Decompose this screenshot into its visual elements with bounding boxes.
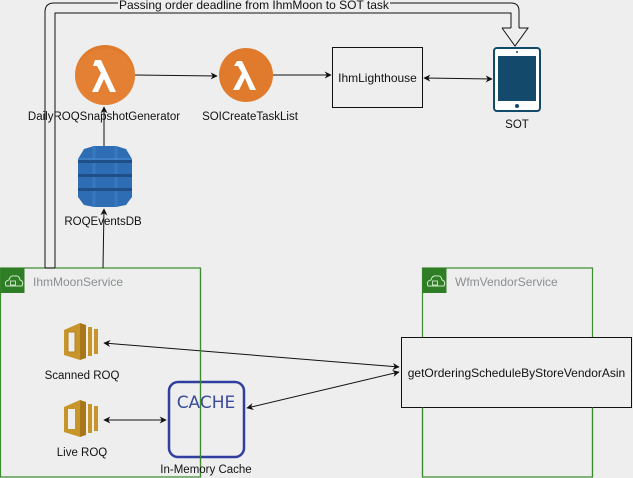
lighthouse-box[interactable] — [332, 47, 423, 108]
tablet-icon[interactable] — [493, 47, 541, 112]
cloud-lock-icon — [4, 275, 24, 287]
edge-lighthouse-sot — [423, 74, 493, 83]
edges — [100, 71, 493, 424]
edge-snapshot-to-soi — [134, 72, 218, 80]
lambda-icon[interactable] — [75, 45, 135, 105]
dynamodb-icon[interactable] — [78, 146, 132, 207]
schedule-api-box[interactable] — [401, 337, 632, 408]
wfm-vendor-service-title: WfmVendorService — [455, 275, 558, 289]
live-roq-label: Live ROQ — [56, 447, 108, 459]
edge-cache-schedule — [246, 370, 400, 410]
banner-flow-arrow[interactable] — [44, 2, 529, 269]
edge-scanned-schedule — [103, 340, 400, 370]
ihm-moon-service-title: IhmMoonService — [33, 275, 124, 289]
cache-icon[interactable]: CACHE — [167, 380, 246, 459]
cache-label: In-Memory Cache — [160, 464, 252, 476]
ec2-icon[interactable] — [64, 400, 98, 437]
schedule-api-label: getOrderingScheduleByStoreVendorAsin — [407, 365, 626, 380]
soi-create-label: SOICreateTaskList — [202, 111, 298, 123]
lambda-icon[interactable] — [219, 48, 273, 102]
lighthouse-label: IhmLighthouse — [338, 70, 417, 85]
edge-moon-to-db — [100, 208, 108, 269]
scanned-roq-label: Scanned ROQ — [44, 370, 120, 382]
daily-snapshot-label: DailyROQSnapshotGenerator — [27, 111, 181, 123]
events-db-label: ROQEventsDB — [64, 216, 142, 228]
cloud-lock-icon — [426, 275, 446, 287]
ec2-icon[interactable] — [64, 323, 98, 360]
sot-label: SOT — [505, 119, 529, 131]
cache-icon-text: CACHE — [177, 393, 236, 413]
banner-label: Passing order deadline from IhmMoon to S… — [118, 0, 390, 12]
